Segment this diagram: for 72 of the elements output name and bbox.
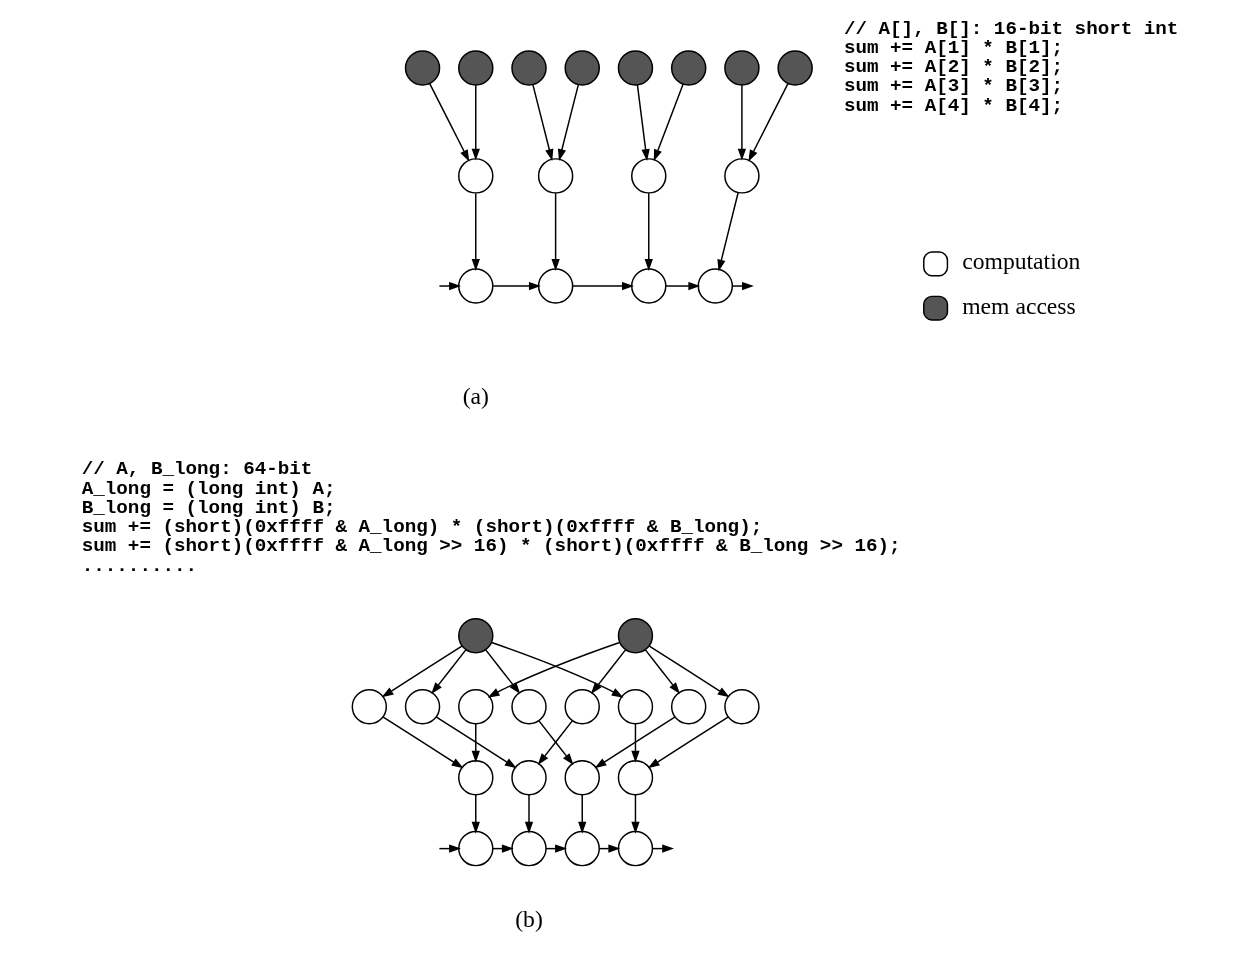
- node-circle: [510, 50, 547, 86]
- node-circle: [723, 50, 760, 86]
- node-circle: [564, 688, 600, 725]
- node-circle: [617, 688, 653, 725]
- arrow: [716, 192, 739, 272]
- label: // A[], B[]: 16-bit short int: [843, 17, 1178, 40]
- node-circle: [564, 830, 600, 867]
- arrow: [471, 192, 480, 271]
- node-circle: [510, 759, 547, 796]
- node-circle: [537, 158, 573, 194]
- arrow: [382, 716, 463, 769]
- node-circle: [457, 50, 493, 86]
- node-circle: [537, 268, 573, 304]
- arrow: [471, 723, 480, 763]
- node-circle: [723, 688, 760, 725]
- arrow: [428, 82, 469, 162]
- node-circle: [457, 688, 493, 725]
- arrow: [471, 794, 480, 834]
- label: (b): [514, 906, 543, 933]
- arrow: [644, 192, 653, 271]
- node-circle: [510, 688, 547, 725]
- node-circle: [776, 50, 813, 86]
- arrow: [647, 716, 729, 769]
- node-circle: [404, 50, 440, 86]
- arrow: [531, 84, 553, 161]
- label: (a): [462, 383, 489, 410]
- legend-label: mem access: [961, 292, 1076, 319]
- arrow: [492, 281, 541, 291]
- arrow: [737, 84, 746, 161]
- node-circle: [630, 268, 666, 304]
- arrow: [381, 645, 463, 698]
- arrow: [747, 82, 789, 162]
- arrow: [636, 84, 650, 162]
- arrow: [471, 84, 480, 161]
- arrow: [630, 723, 640, 763]
- arrow: [524, 794, 533, 834]
- node-circle: [564, 50, 600, 86]
- node-circle: [670, 688, 706, 725]
- node-circle: [457, 617, 493, 654]
- arrow: [557, 84, 579, 161]
- arrow: [594, 716, 675, 769]
- node-circle: [723, 158, 760, 194]
- arrow: [438, 281, 461, 291]
- arrow: [648, 645, 730, 698]
- node-circle: [510, 830, 547, 867]
- node-circle: [457, 759, 493, 796]
- node-circle: [457, 158, 493, 194]
- node-circle: [617, 617, 653, 654]
- node-circle: [697, 268, 733, 304]
- arrow: [664, 281, 700, 291]
- arrow: [731, 281, 754, 291]
- arrow: [590, 648, 626, 695]
- arrow: [653, 83, 684, 162]
- arrow: [484, 648, 520, 695]
- node-circle: [630, 158, 666, 194]
- node-circle: [457, 830, 493, 867]
- node-circle: [617, 50, 653, 86]
- arrow: [644, 648, 680, 695]
- arrow: [571, 281, 634, 291]
- arrow: [430, 648, 467, 695]
- arrow: [550, 192, 560, 271]
- arrow: [577, 794, 586, 834]
- node-circle: [457, 268, 493, 304]
- node-circle: [670, 50, 706, 86]
- node-circle: [617, 759, 653, 796]
- arrow: [630, 794, 640, 834]
- node-circle: [404, 688, 440, 725]
- arrow: [435, 716, 517, 769]
- legend-label: computation: [961, 248, 1080, 275]
- node-circle: [617, 830, 653, 867]
- node-circle: [351, 688, 387, 725]
- node-circle: [564, 759, 600, 796]
